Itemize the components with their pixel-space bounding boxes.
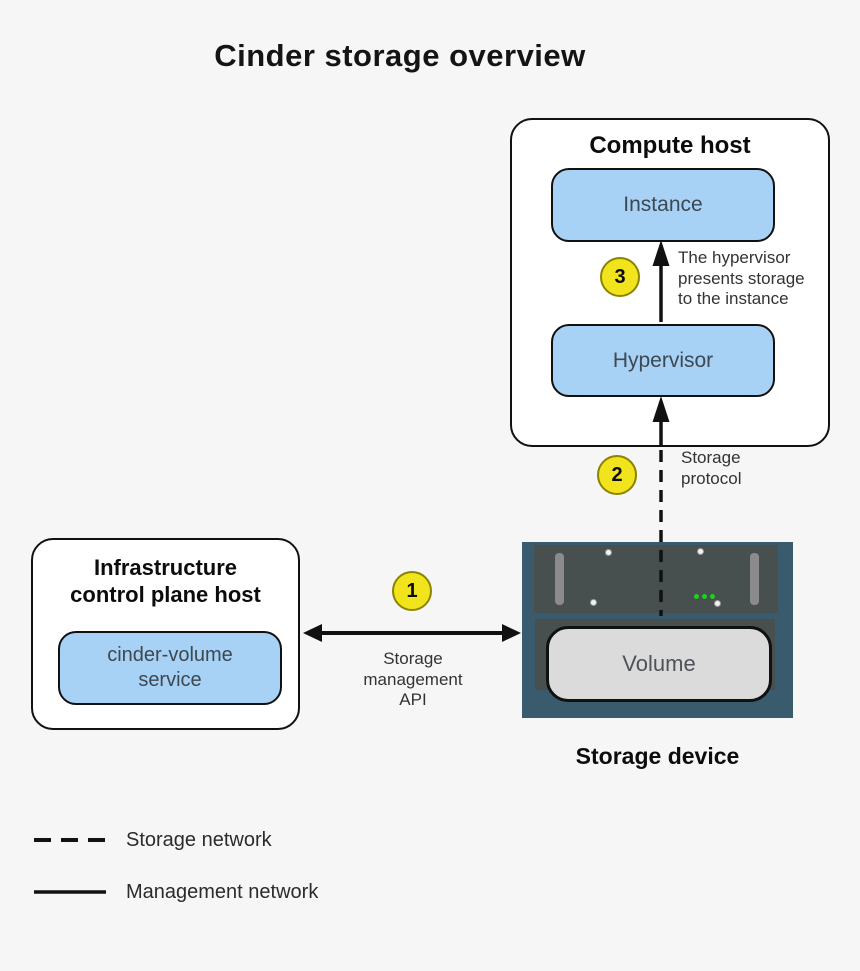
led-icon — [710, 594, 715, 599]
legend-management-network-line-icon — [34, 890, 106, 894]
screw-icon — [590, 599, 597, 606]
led-icon — [694, 594, 699, 599]
cinder-volume-service-node: cinder-volume service — [58, 631, 282, 705]
step-2-badge: 2 — [597, 455, 637, 495]
screw-icon — [714, 600, 721, 607]
compute-host-box: Compute host Instance Hypervisor — [510, 118, 830, 447]
screw-icon — [697, 548, 704, 555]
compute-host-title: Compute host — [589, 132, 751, 159]
page-title: Cinder storage overview — [214, 38, 586, 73]
storage-device-graphic: Volume — [522, 542, 793, 718]
legend-storage-network-line-icon — [34, 838, 106, 842]
step-1-annotation: Storage management API — [363, 649, 463, 709]
step-1-badge: 1 — [392, 571, 432, 611]
legend-management-network-label: Management network — [126, 881, 319, 903]
storage-device-label: Storage device — [575, 743, 740, 769]
infrastructure-host-title: Infrastructure control plane host — [70, 555, 261, 607]
hypervisor-node: Hypervisor — [551, 324, 775, 397]
infrastructure-control-plane-host-box: Infrastructure control plane host cinder… — [31, 538, 300, 730]
led-icon — [702, 594, 707, 599]
vent-bar-right-icon — [750, 553, 759, 605]
volume-node: Volume — [546, 626, 772, 702]
hypervisor-label: Hypervisor — [612, 348, 714, 372]
legend-storage-network-label: Storage network — [126, 829, 272, 851]
screw-icon — [605, 549, 612, 556]
cinder-volume-service-label: cinder-volume service — [107, 644, 233, 691]
management-network-double-arrow-icon — [303, 624, 521, 642]
instance-label: Instance — [623, 193, 703, 216]
storage-device-top-panel — [534, 545, 778, 613]
vent-bar-left-icon — [555, 553, 564, 605]
instance-node: Instance — [551, 168, 775, 242]
step-3-annotation: The hypervisor presents storage to the i… — [678, 248, 805, 308]
step-2-annotation: Storage protocol — [681, 448, 742, 488]
step-3-badge: 3 — [600, 257, 640, 297]
volume-label: Volume — [622, 651, 696, 676]
